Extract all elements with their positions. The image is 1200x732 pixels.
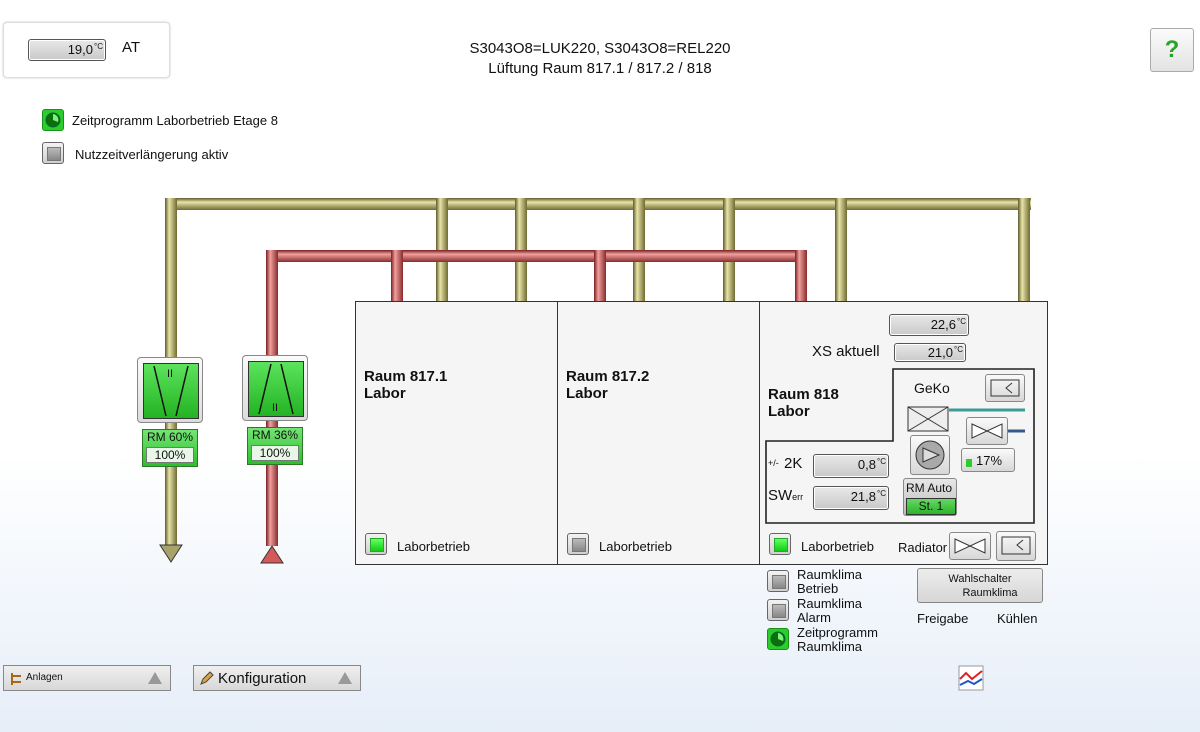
exhaust-fan-symbol: II xyxy=(272,402,279,414)
supply-fan-damper[interactable]: II xyxy=(137,357,203,423)
geko-valve-button[interactable] xyxy=(966,417,1008,445)
supply-fan-output: 100% xyxy=(146,447,194,463)
room-818-temp2: 21,0°C xyxy=(894,343,966,362)
exhaust-fan-rm: RM 36% 100% xyxy=(247,427,303,465)
room-818-temp1: 22,6°C xyxy=(889,314,969,336)
offset-prefix: +/- xyxy=(768,458,779,468)
kuehlen-label: Kühlen xyxy=(997,611,1038,626)
room-818-mode-indicator[interactable] xyxy=(769,533,791,555)
wahlschalter-raumklima-button[interactable]: Wahlschalter Raumklima xyxy=(917,568,1043,603)
radiator-label: Radiator xyxy=(898,540,948,555)
geko-damper xyxy=(907,406,1025,433)
zeitprogramm-raumklima-clock-icon[interactable] xyxy=(767,628,789,650)
rm-auto-label: RM Auto xyxy=(906,481,953,495)
room-818-mode-label: Laborbetrieb xyxy=(801,539,874,554)
room-817-1-mode-label: Laborbetrieb xyxy=(397,539,470,554)
zeitprogramm-clock-icon[interactable] xyxy=(42,109,64,131)
nutzzeit-indicator[interactable] xyxy=(42,142,64,164)
plant-id-title: S3043O8=LUK220, S3043O8=REL220 xyxy=(469,40,731,57)
help-button[interactable]: ? xyxy=(1150,28,1194,72)
anlagen-button[interactable]: Anlagen xyxy=(3,665,171,691)
exhaust-fan-output: 100% xyxy=(251,445,299,461)
exhaust-fan-damper[interactable]: II xyxy=(242,355,308,421)
rm-auto-button[interactable]: RM Auto St. 1 xyxy=(903,478,957,516)
exhaust-main-pipe xyxy=(266,250,807,262)
room-818-title: Raum 818 xyxy=(768,386,839,403)
supply-main-pipe xyxy=(165,198,1031,210)
room-817-1-mode-indicator[interactable] xyxy=(365,533,387,555)
geko-switch-button[interactable] xyxy=(985,374,1025,402)
zeitprogramm-label: Zeitprogramm Laborbetrieb Etage 8 xyxy=(72,113,278,128)
exhaust-fan-rm-label: RM 36% xyxy=(251,428,298,442)
room-817-1-title: Raum 817.1 xyxy=(364,368,448,385)
room-817-2-mode-indicator[interactable] xyxy=(567,533,589,555)
room-817-2-title: Raum 817.2 xyxy=(566,368,650,385)
setpoint-value-field[interactable]: 21,8°C xyxy=(813,486,889,510)
freigabe-label: Freigabe xyxy=(917,611,969,626)
valve-position-display: 17% xyxy=(961,448,1015,472)
plant-description-title: Lüftung Raum 817.1 / 817.2 / 818 xyxy=(488,60,712,77)
geko-label: GeKo xyxy=(914,380,950,396)
radiator-valve-button[interactable] xyxy=(949,532,991,560)
outside-temp-label: AT xyxy=(122,39,141,56)
konfiguration-expand-icon xyxy=(338,672,352,684)
anlagen-expand-icon xyxy=(148,672,162,684)
nutzzeit-label: Nutzzeitverlängerung aktiv xyxy=(75,147,229,162)
supply-fan-symbol: II xyxy=(167,368,174,380)
offset-value-field[interactable]: 0,8°C xyxy=(813,454,889,478)
pencil-icon xyxy=(200,671,214,685)
tree-icon xyxy=(11,673,21,685)
konfiguration-button[interactable]: Konfiguration xyxy=(193,665,361,691)
radiator-switch-button[interactable] xyxy=(996,531,1036,561)
raumklima-betrieb-indicator[interactable] xyxy=(767,570,789,592)
geko-pump-button[interactable] xyxy=(910,435,950,475)
offset-label: 2K xyxy=(784,455,803,472)
question-icon: ? xyxy=(1164,36,1180,63)
valve-percent-text: 17% xyxy=(976,453,1003,468)
room-817-1-subtitle: Labor xyxy=(364,385,406,402)
stage-label: St. 1 xyxy=(906,498,956,515)
room-818-subtitle: Labor xyxy=(768,403,810,420)
supply-fan-rm-label: RM 60% xyxy=(146,430,193,444)
setpoint-label: SWerr xyxy=(768,487,804,504)
outside-temp-value: 19,0°C xyxy=(28,39,106,61)
xs-actual-label: XS aktuell xyxy=(812,343,880,360)
room-817-2-mode-label: Laborbetrieb xyxy=(599,539,672,554)
raumklima-alarm-indicator[interactable] xyxy=(767,599,789,621)
trend-chart-icon[interactable] xyxy=(958,665,984,691)
room-817-2-subtitle: Labor xyxy=(566,385,608,402)
supply-fan-rm: RM 60% 100% xyxy=(142,429,198,467)
geko-panel-outline xyxy=(765,368,1035,524)
outside-temp-panel: 19,0°C AT xyxy=(3,22,170,78)
